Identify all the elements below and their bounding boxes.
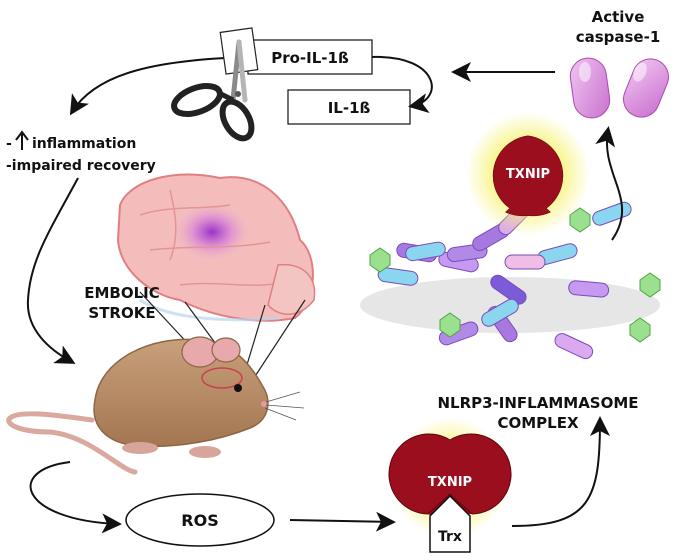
txnip-top-label: TXNIP <box>506 167 550 182</box>
pro-il-1b-label: Pro-IL-1ß <box>271 49 349 67</box>
trx-shape <box>429 494 471 553</box>
up-arrow-icon <box>15 130 29 150</box>
txnip-bottom-label: TXNIP <box>428 475 472 490</box>
caspase-label-line2: caspase-1 <box>576 28 661 46</box>
complex-to-caspase-arrow <box>595 126 624 241</box>
nlrp3-label-line2: COMPLEX <box>497 414 578 432</box>
effects-text: - inflammation -impaired recovery <box>6 130 156 174</box>
effects-to-mouse-arrow <box>26 177 79 364</box>
cleavage-cycle: Pro-IL-1ß IL-1ß <box>69 27 433 142</box>
il-1b-label: IL-1ß <box>328 99 371 117</box>
ros-ellipse <box>125 493 275 547</box>
ros-label: ROS <box>181 511 218 530</box>
inflammasome-complex-icon <box>360 201 661 360</box>
ros-to-txnip-arrow <box>289 511 396 532</box>
embolic-label-line1: EMBOLIC <box>84 284 160 302</box>
caspase-label-line1: Active <box>592 8 645 26</box>
scissors-icon <box>171 27 259 142</box>
embolic-label-line2: STROKE <box>88 304 155 322</box>
il-1b-box <box>287 89 411 125</box>
trx-label: Trx <box>438 529 462 545</box>
brain-icon <box>116 173 316 322</box>
effect-impaired-recovery: -impaired recovery <box>6 158 156 174</box>
pro-to-il-arrow <box>371 55 433 113</box>
mouse-icon <box>6 336 305 475</box>
nlrp3-label-line1: NLRP3-INFLAMMASOME <box>437 394 638 412</box>
txnip-to-nlrp3-arrow <box>511 416 610 527</box>
effect-prefix: - <box>6 136 12 152</box>
pro-to-inflammation-arrow <box>69 56 249 116</box>
effect-inflammation: inflammation <box>32 136 136 152</box>
txnip-top-group: TXNIP <box>466 112 590 236</box>
mouse-to-ros-arrow <box>29 461 122 534</box>
caspase-capsules-icon <box>569 57 669 119</box>
txnip-trx-group: TXNIP Trx <box>388 418 512 553</box>
